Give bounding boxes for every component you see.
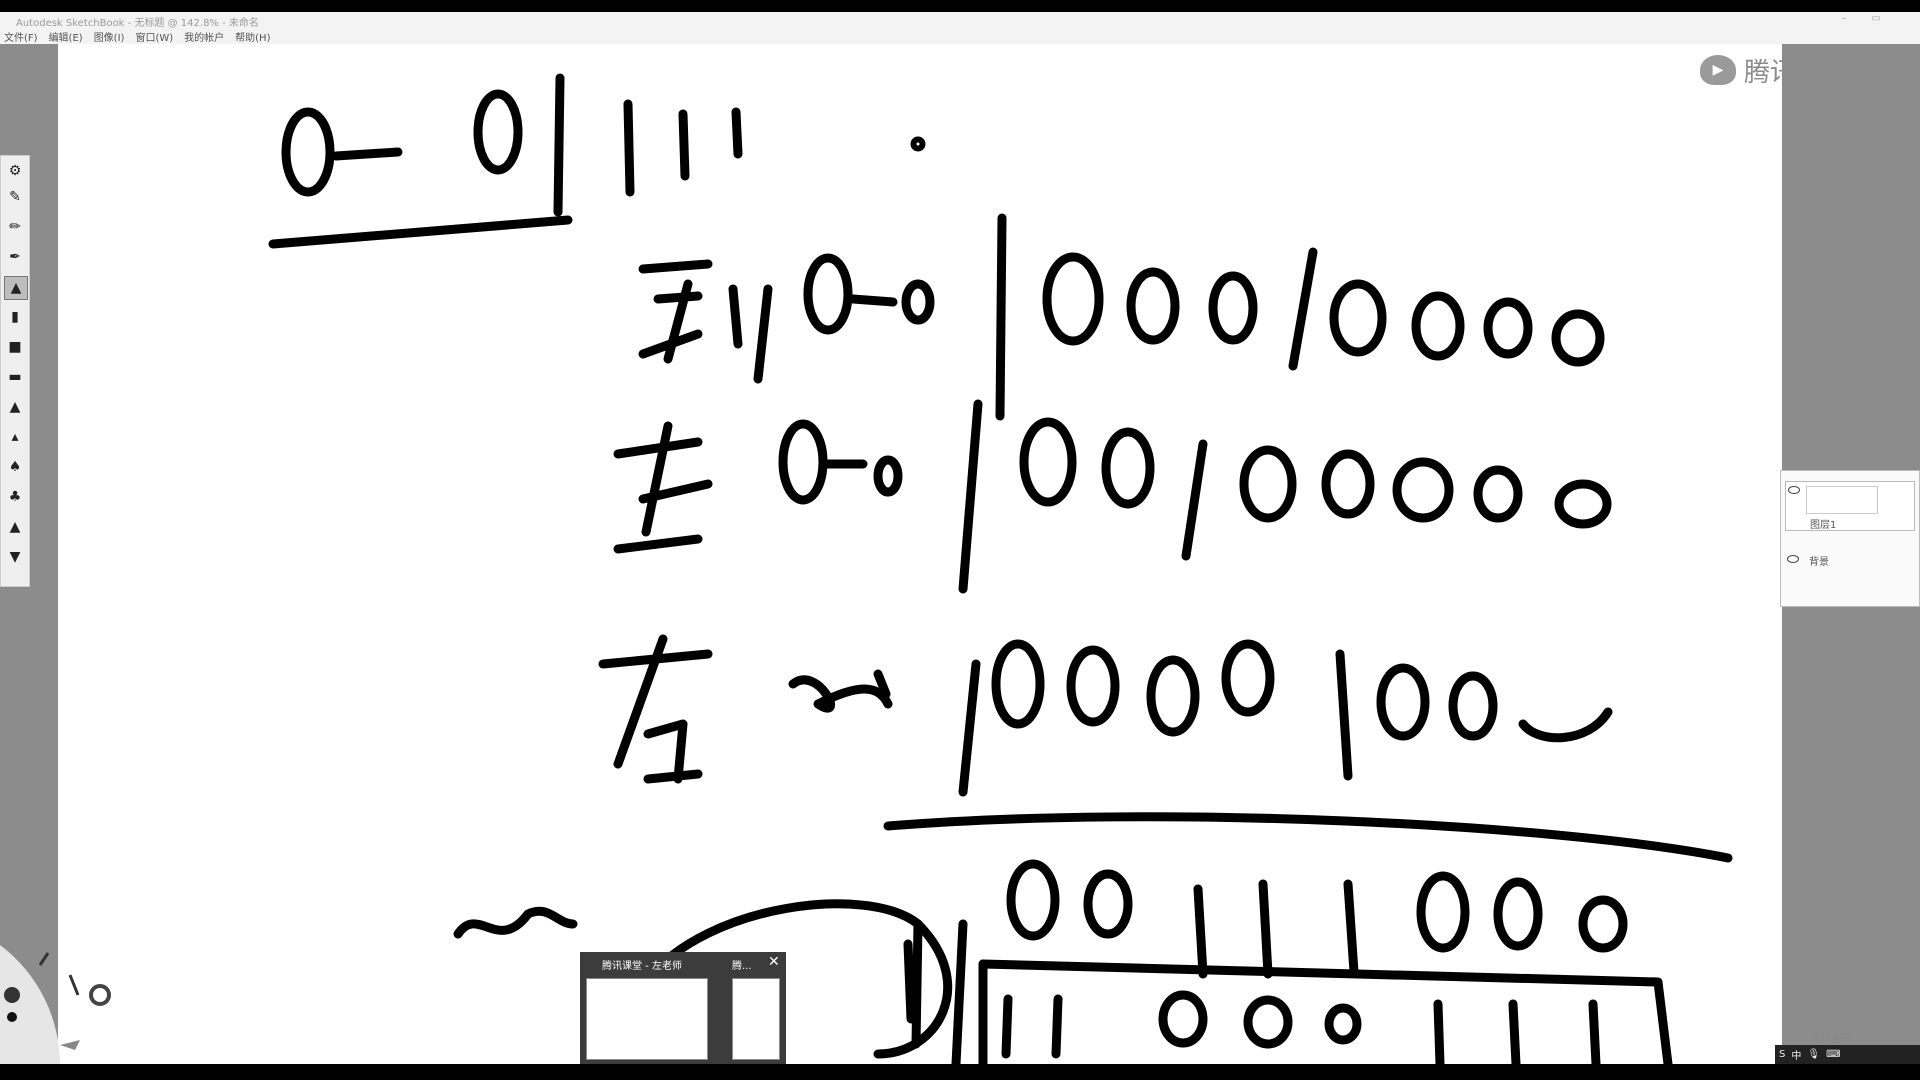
layer-row-background[interactable]: 背景 [1785,551,1913,599]
tencent-classroom-logo-icon: ▶ [1700,55,1736,85]
preview-title: 腾讯课堂 - 左老师 [602,961,682,972]
brush-icon[interactable]: ▲ [9,399,21,415]
preview-thumbnail-2[interactable] [732,978,780,1060]
brush-toolbar: ⚙ ✎ ✏ ✒ ▲ ▮ ■ ▬ ▲ ▴ ♠ ♣ ▲ ▼ [0,155,30,587]
tray-label: 实时通讯 [1810,1034,1850,1045]
keyboard-icon[interactable]: ⌨ [1826,1049,1841,1060]
sogou-icon[interactable]: S [1779,1049,1786,1060]
minimize-icon[interactable]: – [1841,13,1847,24]
airbrush-icon[interactable]: ✎ [9,189,21,205]
top-bar [0,0,1920,12]
drawing-canvas[interactable] [58,44,1782,1064]
menu-bar: 文件(F) 编辑(E) 图像(I) 窗口(W) 我的帐户 帮助(H) [0,28,1920,44]
eye-icon[interactable] [1787,555,1799,563]
ime-indicator[interactable]: 中 [1791,1051,1802,1062]
maximize-icon[interactable]: ▭ [1871,13,1881,24]
pencil-icon[interactable]: ✏ [9,219,21,235]
palette-icon[interactable]: ⚙ [8,163,22,179]
eraser-icon[interactable]: ▬ [8,369,22,385]
close-icon[interactable]: ✕ [768,954,780,970]
menu-file[interactable]: 文件(F) [4,33,38,44]
layer-name: 背景 [1809,557,1829,568]
menu-help[interactable]: 帮助(H) [235,33,271,44]
layer-panel: 图层1 背景 [1780,470,1920,607]
ink-icon[interactable]: ▲ [9,519,21,535]
title-bar: Autodesk SketchBook - 无标题 @ 142.8% - 未命名… [0,12,1920,29]
menu-edit[interactable]: 编辑(E) [48,33,83,44]
highlighter-icon[interactable]: ■ [8,339,22,355]
ballpoint-icon[interactable]: ▲ [4,276,28,300]
smudge-icon[interactable]: ♠ [8,459,22,475]
menu-account[interactable]: 我的帐户 [184,33,225,44]
blur-icon[interactable]: ♣ [8,489,22,505]
paintbrush-icon[interactable]: ▴ [11,429,19,445]
preview-thumbnail[interactable] [586,978,708,1060]
handwriting-strokes [268,73,1733,1064]
fill-icon[interactable]: ▼ [9,549,21,565]
eye-icon[interactable] [1788,486,1800,494]
window-title: Autodesk SketchBook - 无标题 @ 142.8% - 未命名 [16,18,259,29]
microphone-icon[interactable]: 🎙 [1807,1049,1821,1060]
marker-icon[interactable]: ▮ [11,309,19,325]
menu-window[interactable]: 窗口(W) [135,33,174,44]
system-tray: S 中 🎙 ⌨ [1775,1045,1920,1064]
pen-icon[interactable]: ✒ [9,249,21,265]
lagoon-wheel [0,945,111,1065]
bottom-bar [0,1064,1920,1080]
window-preview[interactable]: 腾讯课堂 - 左老师 腾... ✕ [580,952,786,1064]
menu-image[interactable]: 图像(I) [93,33,125,44]
layer-row[interactable]: 图层1 [1785,481,1915,531]
preview-title-2: 腾... [732,961,752,972]
preview-header: 腾讯课堂 - 左老师 腾... ✕ [580,952,786,974]
lagoon-menu [0,945,160,1065]
layer-name: 图层1 [1810,520,1837,531]
layer-thumbnail [1806,486,1878,514]
